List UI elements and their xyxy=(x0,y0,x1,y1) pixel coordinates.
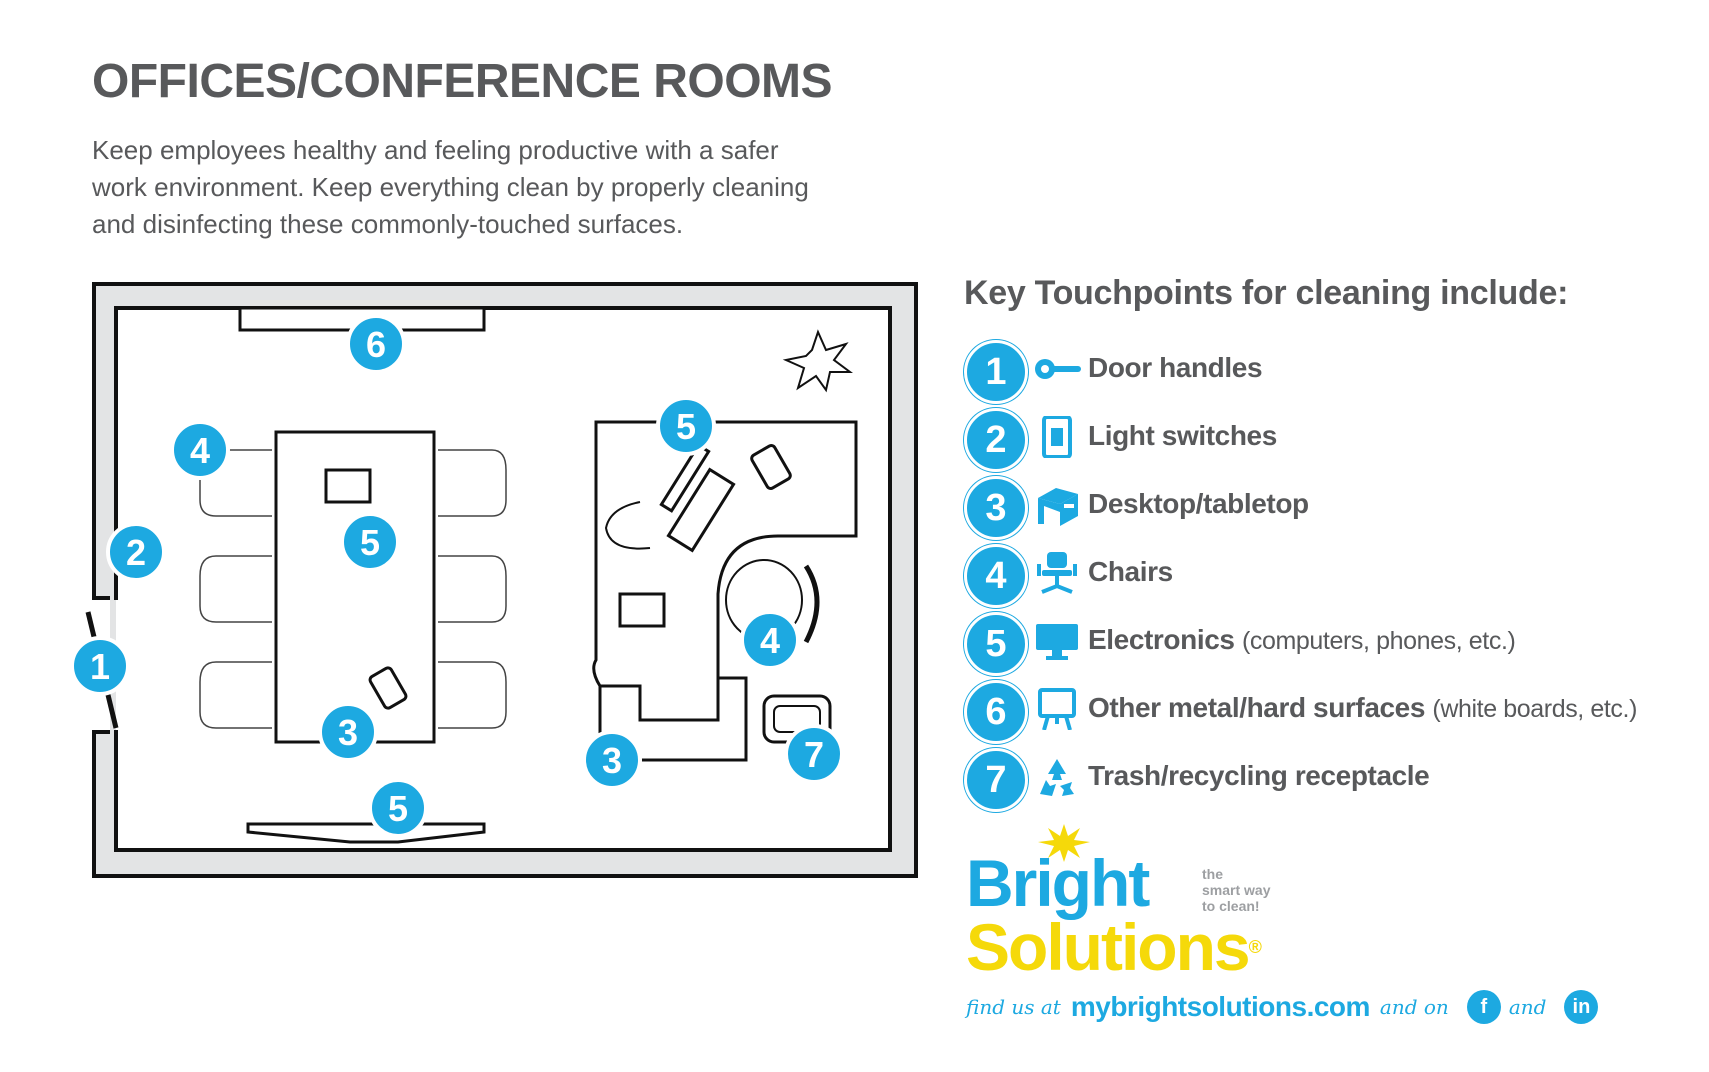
marker-label: 7 xyxy=(804,734,824,775)
marker-label: 3 xyxy=(338,712,358,753)
recycle-icon xyxy=(1040,759,1074,796)
touchpoint-item: 6 Other metal/hard surfaces (white board… xyxy=(964,680,1684,744)
touchpoint-text: Chairs xyxy=(1088,556,1173,587)
keyboard xyxy=(666,467,736,553)
office-desk xyxy=(592,420,858,762)
page-title: OFFICES/CONFERENCE ROOMS xyxy=(92,55,833,108)
phone xyxy=(618,592,666,628)
touchpoint-number: 7 xyxy=(964,748,1028,812)
marker-3 xyxy=(582,730,642,790)
tablet xyxy=(750,444,792,490)
whiteboard-icon xyxy=(1038,688,1076,730)
touchpoint-item: 1 Door handles xyxy=(964,340,1684,404)
chair xyxy=(438,449,507,517)
tv-screen xyxy=(246,822,486,844)
linkedin-icon[interactable]: in xyxy=(1564,990,1599,1024)
marker-label: 5 xyxy=(388,788,408,829)
chair-icon xyxy=(1037,552,1077,594)
marker-4 xyxy=(740,610,800,670)
touchpoint-number: 3 xyxy=(964,476,1028,540)
marker-label: 4 xyxy=(190,430,210,471)
brand-name-bottom: Solutions® xyxy=(966,910,1262,984)
marker-label: 5 xyxy=(360,522,380,563)
marker-5 xyxy=(656,396,716,456)
marker-6 xyxy=(346,314,406,374)
marker-2 xyxy=(106,522,166,582)
marker-label: 1 xyxy=(90,646,110,687)
marker-label: 5 xyxy=(676,406,696,447)
touchpoint-text: Electronics (computers, phones, etc.) xyxy=(1088,624,1516,655)
marker-1 xyxy=(70,636,130,696)
chair xyxy=(438,555,507,623)
key-title: Key Touchpoints for cleaning include: xyxy=(964,274,1569,312)
touchpoint-item: 5 Electronics (computers, phones, etc.) xyxy=(964,612,1684,676)
touchpoint-number: 4 xyxy=(964,544,1028,608)
intro-line: work environment. Keep everything clean … xyxy=(92,172,809,202)
touchpoint-number: 6 xyxy=(964,680,1028,744)
touchpoint-number: 1 xyxy=(964,340,1028,404)
touchpoint-item: 3 Desktop/tabletop xyxy=(964,476,1684,540)
website-link[interactable]: mybrightsolutions.com xyxy=(1070,991,1371,1022)
marker-7 xyxy=(784,724,844,784)
touchpoint-number: 5 xyxy=(964,612,1028,676)
find-us-text: find us at xyxy=(966,995,1061,1019)
facebook-icon[interactable]: f xyxy=(1466,990,1501,1024)
phone xyxy=(324,468,372,504)
desk-return xyxy=(600,678,720,722)
touchpoint-text: Trash/recycling receptacle xyxy=(1088,760,1430,791)
marker-label: 2 xyxy=(126,532,146,573)
chair xyxy=(199,661,272,729)
marker-4 xyxy=(170,420,230,480)
marker-5 xyxy=(368,778,428,838)
marker-label: 6 xyxy=(366,324,386,365)
plant-icon xyxy=(782,329,853,393)
intro-paragraph: Keep employees healthy and feeling produ… xyxy=(92,132,882,243)
tablet xyxy=(368,666,408,710)
marker-label: 3 xyxy=(602,740,622,781)
touchpoint-item: 4 Chairs xyxy=(964,544,1684,608)
footer: find us at mybrightsolutions.com and on … xyxy=(966,990,1606,1024)
touchpoint-item: 2 Light switches xyxy=(964,408,1684,472)
marker-5 xyxy=(340,512,400,572)
and-text: and xyxy=(1508,995,1547,1019)
and-on-text: and on xyxy=(1379,995,1449,1019)
touchpoint-text: Other metal/hard surfaces (white boards,… xyxy=(1088,692,1638,723)
touchpoint-text: Door handles xyxy=(1088,352,1263,383)
sparkle-icon xyxy=(1038,824,1090,862)
touchpoint-item: 7 Trash/recycling receptacle xyxy=(964,748,1684,812)
light-switch-icon xyxy=(1042,416,1072,458)
chair xyxy=(438,661,507,729)
mouse-cable xyxy=(604,501,651,550)
door-handle-icon xyxy=(1035,359,1081,379)
touchpoint-text: Light switches xyxy=(1088,420,1277,451)
floor-plan-diagram: 6 4 2 1 5 3 5 5 4 3 7 xyxy=(70,282,918,878)
intro-line: Keep employees healthy and feeling produ… xyxy=(92,135,779,165)
intro-line: and disinfecting these commonly-touched … xyxy=(92,209,684,239)
brand-name-top: Bright xyxy=(966,846,1150,920)
marker-3 xyxy=(318,702,378,762)
marker-label: 4 xyxy=(760,620,780,661)
chair xyxy=(199,555,272,623)
office-chair-back xyxy=(803,564,820,644)
monitor-icon xyxy=(1036,624,1078,660)
touchpoint-number: 2 xyxy=(964,408,1028,472)
desk-icon xyxy=(1038,488,1078,526)
touchpoint-text: Desktop/tabletop xyxy=(1088,488,1309,519)
brand-tagline: the smart way to clean! xyxy=(1202,866,1271,914)
